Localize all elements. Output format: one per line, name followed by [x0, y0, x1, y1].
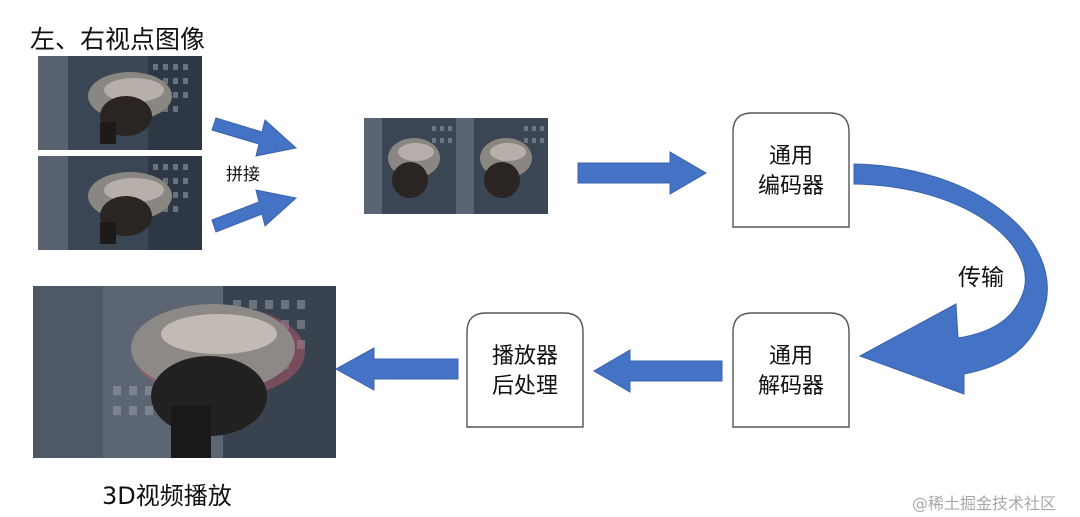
output-3d-image [33, 286, 336, 458]
merge-arrow-upper [211, 117, 298, 157]
output-label: 3D视频播放 [102, 482, 232, 510]
transmit-label: 传输 [958, 265, 1004, 291]
postprocess-box: 播放器 后处理 [466, 312, 584, 428]
watermark: @稀土掘金技术社区 [912, 494, 1057, 513]
encoder-line1: 通用 [768, 144, 813, 169]
right-view-image [38, 156, 202, 250]
to-postprocess-arrow [593, 349, 723, 393]
decoder-line1: 通用 [768, 344, 813, 369]
stitch-label: 拼接 [226, 165, 260, 185]
encoder-line2: 编码器 [757, 174, 824, 199]
stitched-image [364, 118, 548, 214]
merge-arrow-lower [211, 189, 298, 233]
left-view-image [38, 56, 202, 150]
transmission-arrow [853, 163, 1048, 395]
title-label: 左、右视点图像 [30, 25, 206, 54]
encoder-box: 通用 编码器 [732, 112, 850, 228]
decoder-box: 通用 解码器 [732, 312, 850, 428]
to-output-arrow [334, 347, 459, 391]
to-encoder-arrow [577, 151, 707, 195]
decoder-line2: 解码器 [757, 374, 824, 399]
postprocess-line1: 播放器 [491, 344, 558, 369]
postprocess-line2: 后处理 [491, 374, 558, 399]
